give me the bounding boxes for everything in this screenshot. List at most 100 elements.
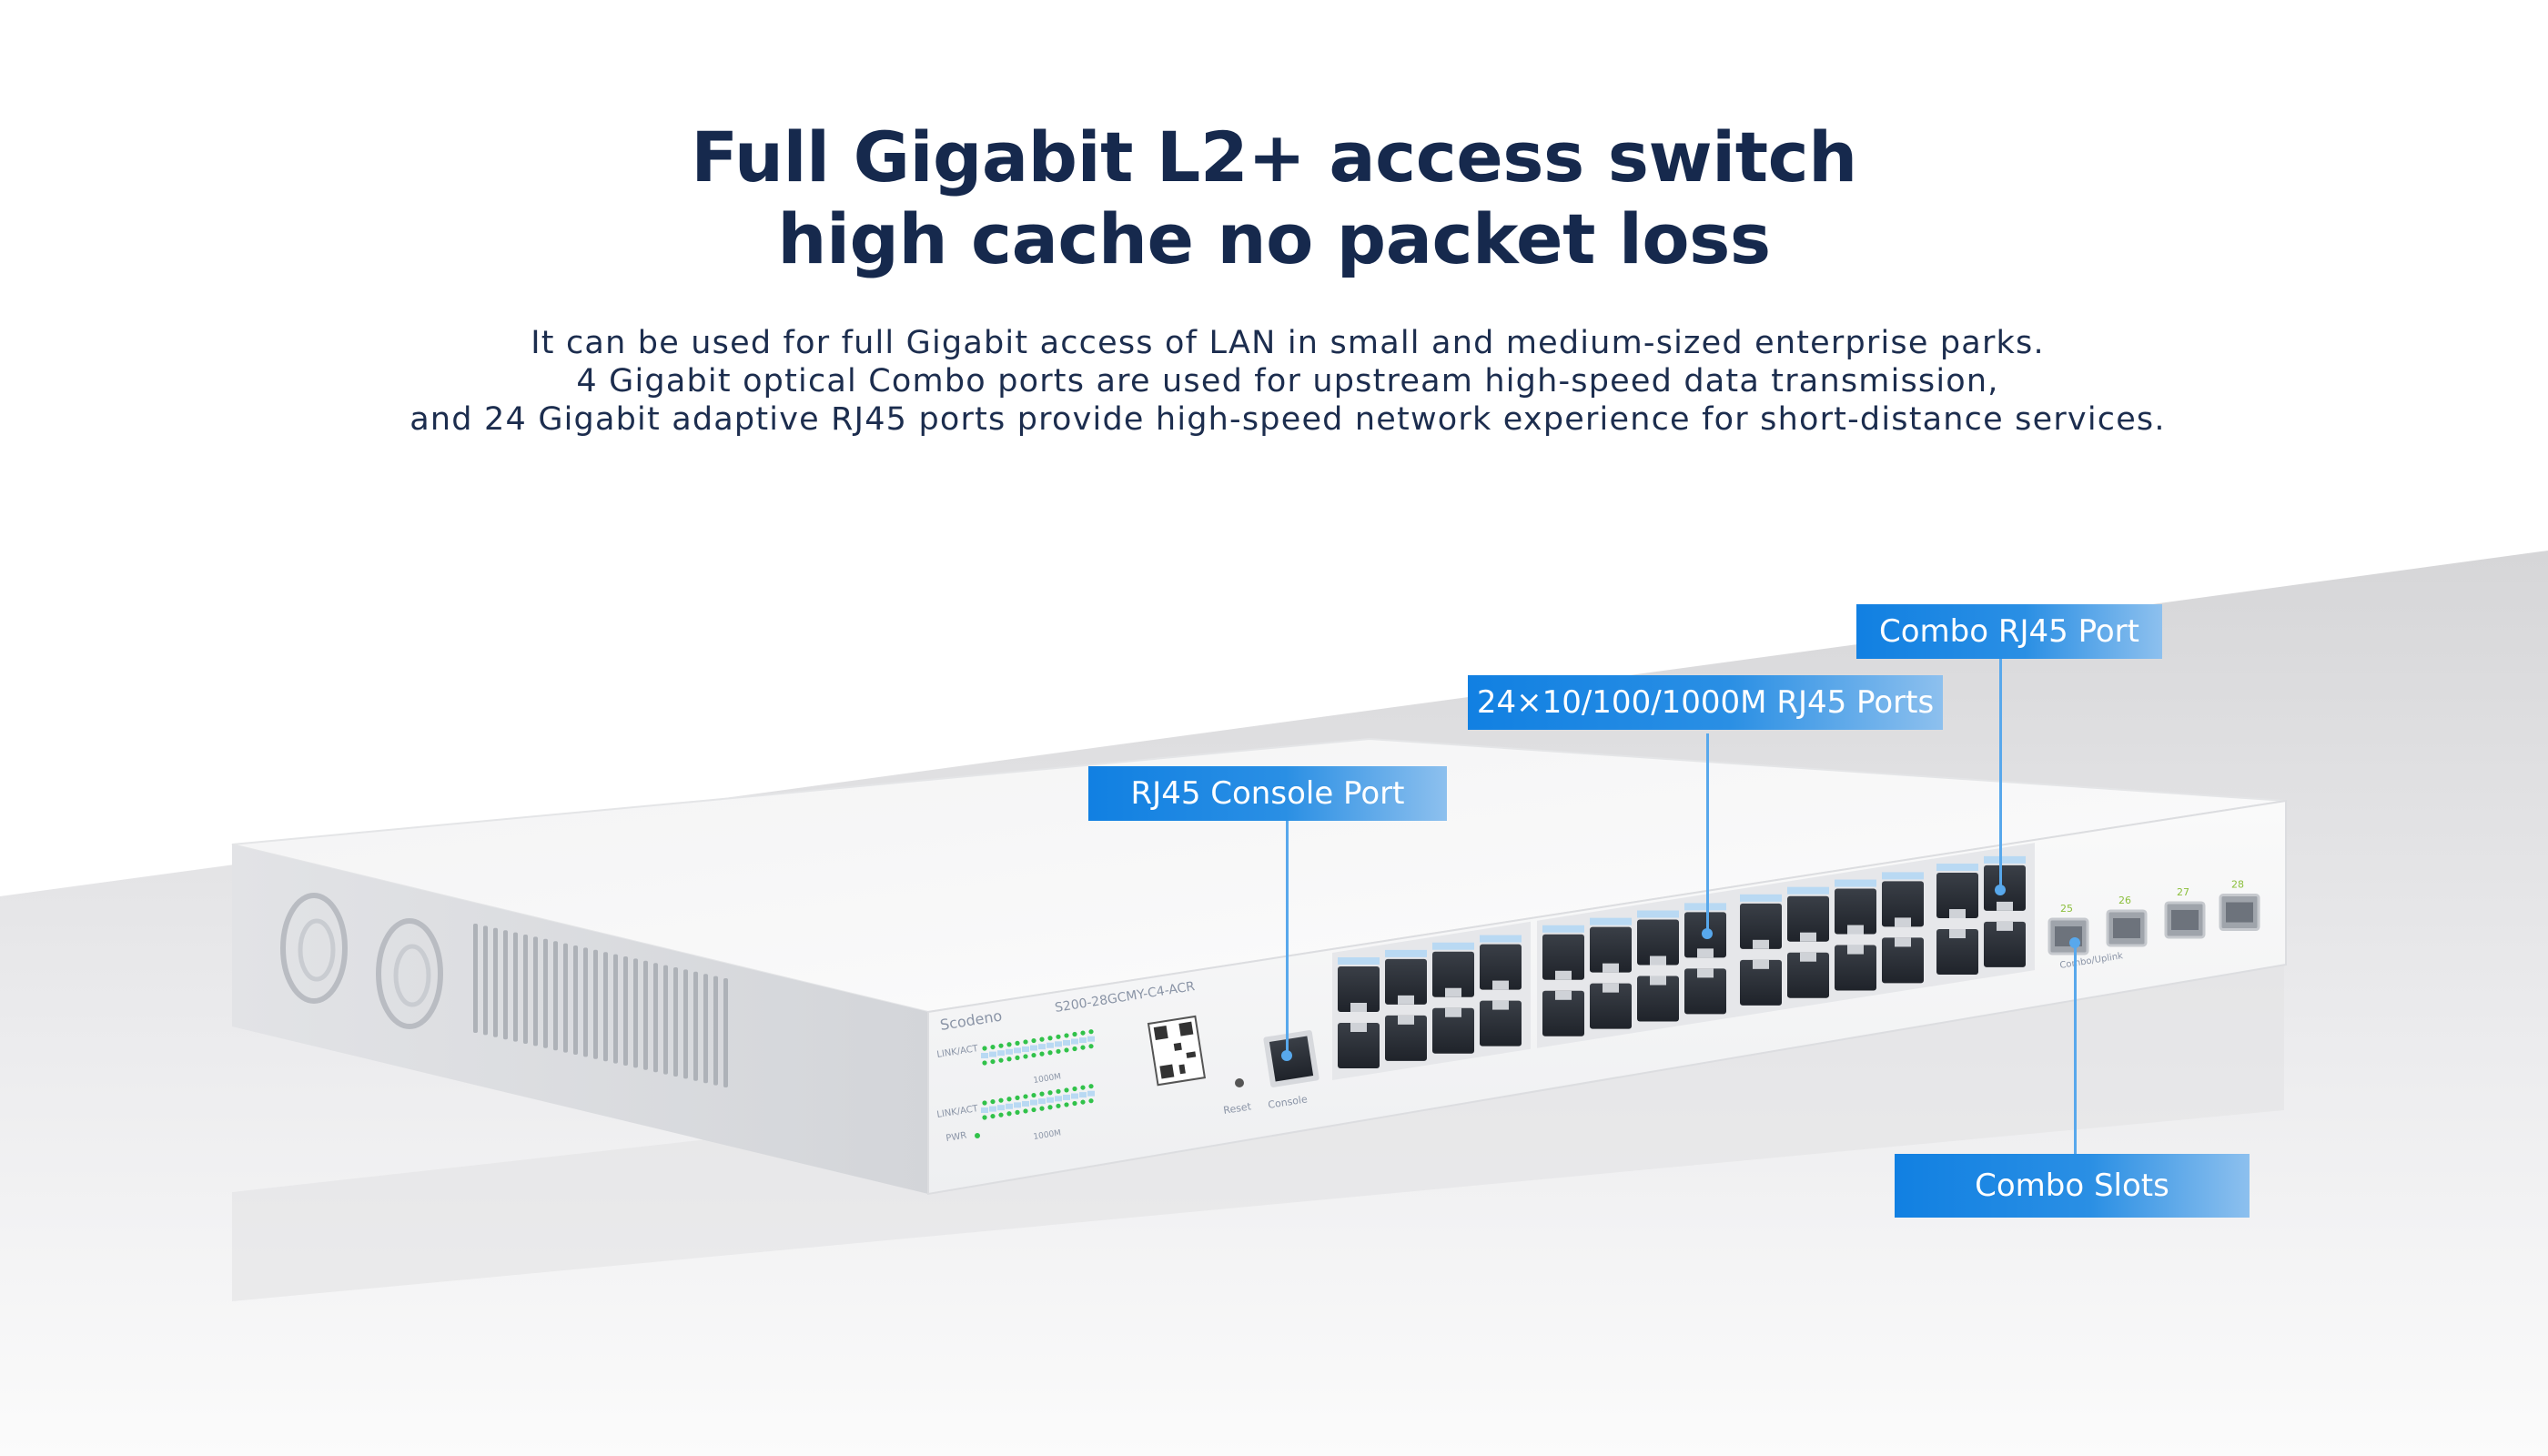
rj45-port[interactable] (1984, 921, 2026, 967)
rj45-port-latch (1847, 925, 1864, 935)
rj45-port[interactable] (1882, 881, 1924, 927)
console-leader-dot (1281, 1050, 1292, 1061)
led-number-tag (989, 1106, 996, 1112)
callout-combo-rj45-port: Combo RJ45 Port (1856, 604, 2162, 659)
rj45-port[interactable] (1787, 895, 1829, 942)
port-number-tag (1835, 879, 1876, 887)
rj45-port[interactable] (1338, 966, 1380, 1012)
description: It can be used for full Gigabit access o… (0, 324, 2548, 439)
led-speed-label-2: 1000M (1033, 1128, 1062, 1142)
rj45-port[interactable] (1590, 926, 1632, 973)
led-number-tag (1006, 1048, 1013, 1055)
rj45-port[interactable] (1542, 990, 1584, 1036)
led-link-indicator (1056, 1034, 1061, 1039)
led-speed-indicator (1064, 1102, 1069, 1107)
side-vents (473, 924, 728, 1087)
led-number-tag (1038, 1098, 1046, 1105)
led-link-indicator (1056, 1088, 1061, 1094)
side-vent-slot (713, 976, 718, 1086)
rj45-port[interactable] (1936, 929, 1978, 976)
rj45-port[interactable] (1835, 888, 1876, 935)
led-link-indicator (1088, 1084, 1094, 1089)
fan-left (280, 893, 348, 1004)
console-port[interactable] (1263, 1030, 1320, 1088)
led-number-tag (1063, 1039, 1070, 1046)
led-speed-indicator (1031, 1052, 1036, 1058)
rj45-ports-leader-line (1706, 733, 1709, 934)
rj45-port[interactable] (1936, 873, 1978, 919)
side-vent-slot (683, 969, 688, 1079)
side-vent-slot (643, 960, 648, 1070)
led-link-indicator (1064, 1087, 1069, 1093)
led-number-tag (1046, 1042, 1054, 1048)
side-vent-slot (543, 938, 548, 1048)
rj45-port[interactable] (1385, 1015, 1427, 1061)
console-leader-line (1286, 819, 1289, 1056)
fan-right (376, 918, 443, 1029)
rj45-port-latch (1350, 1023, 1367, 1032)
rj45-port-latch (1697, 968, 1714, 978)
combo-slots-leader-dot (2069, 937, 2080, 948)
led-speed-indicator (1064, 1047, 1069, 1053)
rj45-port-latch (1650, 976, 1666, 986)
rj45-port[interactable] (1432, 1007, 1474, 1054)
led-speed-indicator (1015, 1109, 1020, 1115)
rj45-port-latch (1555, 990, 1572, 1000)
headline-line-1: Full Gigabit L2+ access switch (691, 116, 1857, 197)
side-vent-slot (573, 945, 578, 1055)
rj45-port[interactable] (1590, 983, 1632, 1029)
side-vent-slot (523, 935, 528, 1044)
led-number-tag (997, 1105, 1005, 1111)
led-link-indicator (1039, 1036, 1045, 1042)
led-link-indicator (1080, 1085, 1086, 1090)
led-speed-indicator (1080, 1045, 1086, 1050)
rj45-port-latch (1492, 980, 1509, 990)
rj45-port[interactable] (1480, 1000, 1522, 1046)
rj45-port[interactable] (1637, 976, 1679, 1022)
led-link-indicator (1039, 1091, 1045, 1097)
switch-side (232, 844, 928, 1194)
led-number-tag (1030, 1045, 1037, 1051)
rj45-port-latch (1800, 932, 1816, 942)
rj45-port-latch (1445, 1007, 1461, 1017)
rj45-port[interactable] (1740, 903, 1782, 949)
side-vent-slot (503, 930, 508, 1040)
side-vent-slot (593, 949, 598, 1059)
led-speed-indicator (1080, 1099, 1086, 1105)
callout-combo-slots: Combo Slots (1895, 1154, 2250, 1218)
rj45-port[interactable] (1882, 937, 1924, 984)
led-number-tag (1046, 1097, 1054, 1103)
rj45-port-latch (1603, 983, 1619, 993)
port-number-tag (1684, 903, 1726, 911)
led-speed-indicator (1023, 1108, 1028, 1114)
rj45-port-latch (1800, 952, 1816, 962)
rj45-port-latch (1949, 929, 1966, 939)
port-number-tag (1787, 886, 1829, 895)
led-link-indicator (1072, 1031, 1077, 1037)
led-speed-indicator (1006, 1057, 1012, 1062)
rj45-port[interactable] (1787, 952, 1829, 998)
side-vent-slot (673, 967, 678, 1077)
headline: Full Gigabit L2+ access switch high cach… (0, 116, 2548, 280)
sfp-slot-number: 27 (2177, 886, 2189, 898)
led-link-indicator (1047, 1090, 1053, 1096)
side-vent-slot (723, 978, 728, 1087)
rj45-port[interactable] (1480, 944, 1522, 990)
rj45-port-latch (1847, 945, 1864, 955)
led-number-tag (1022, 1100, 1029, 1107)
rj45-port[interactable] (1637, 919, 1679, 966)
rj45-port[interactable] (1338, 1023, 1380, 1068)
rj45-port[interactable] (1432, 951, 1474, 997)
rj45-port[interactable] (1684, 968, 1726, 1015)
rj45-port[interactable] (1542, 934, 1584, 980)
rj45-port[interactable] (1740, 959, 1782, 1006)
led-speed-indicator (1072, 1046, 1077, 1052)
led-link-indicator (1015, 1040, 1020, 1046)
reset-button[interactable] (1235, 1078, 1244, 1087)
rj45-port[interactable] (1385, 958, 1427, 1005)
description-line-3: and 24 Gigabit adaptive RJ45 ports provi… (410, 401, 2166, 438)
rj45-port[interactable] (1835, 945, 1876, 991)
callout-rj45-ports: 24×10/100/1000M RJ45 Ports (1468, 675, 1943, 730)
